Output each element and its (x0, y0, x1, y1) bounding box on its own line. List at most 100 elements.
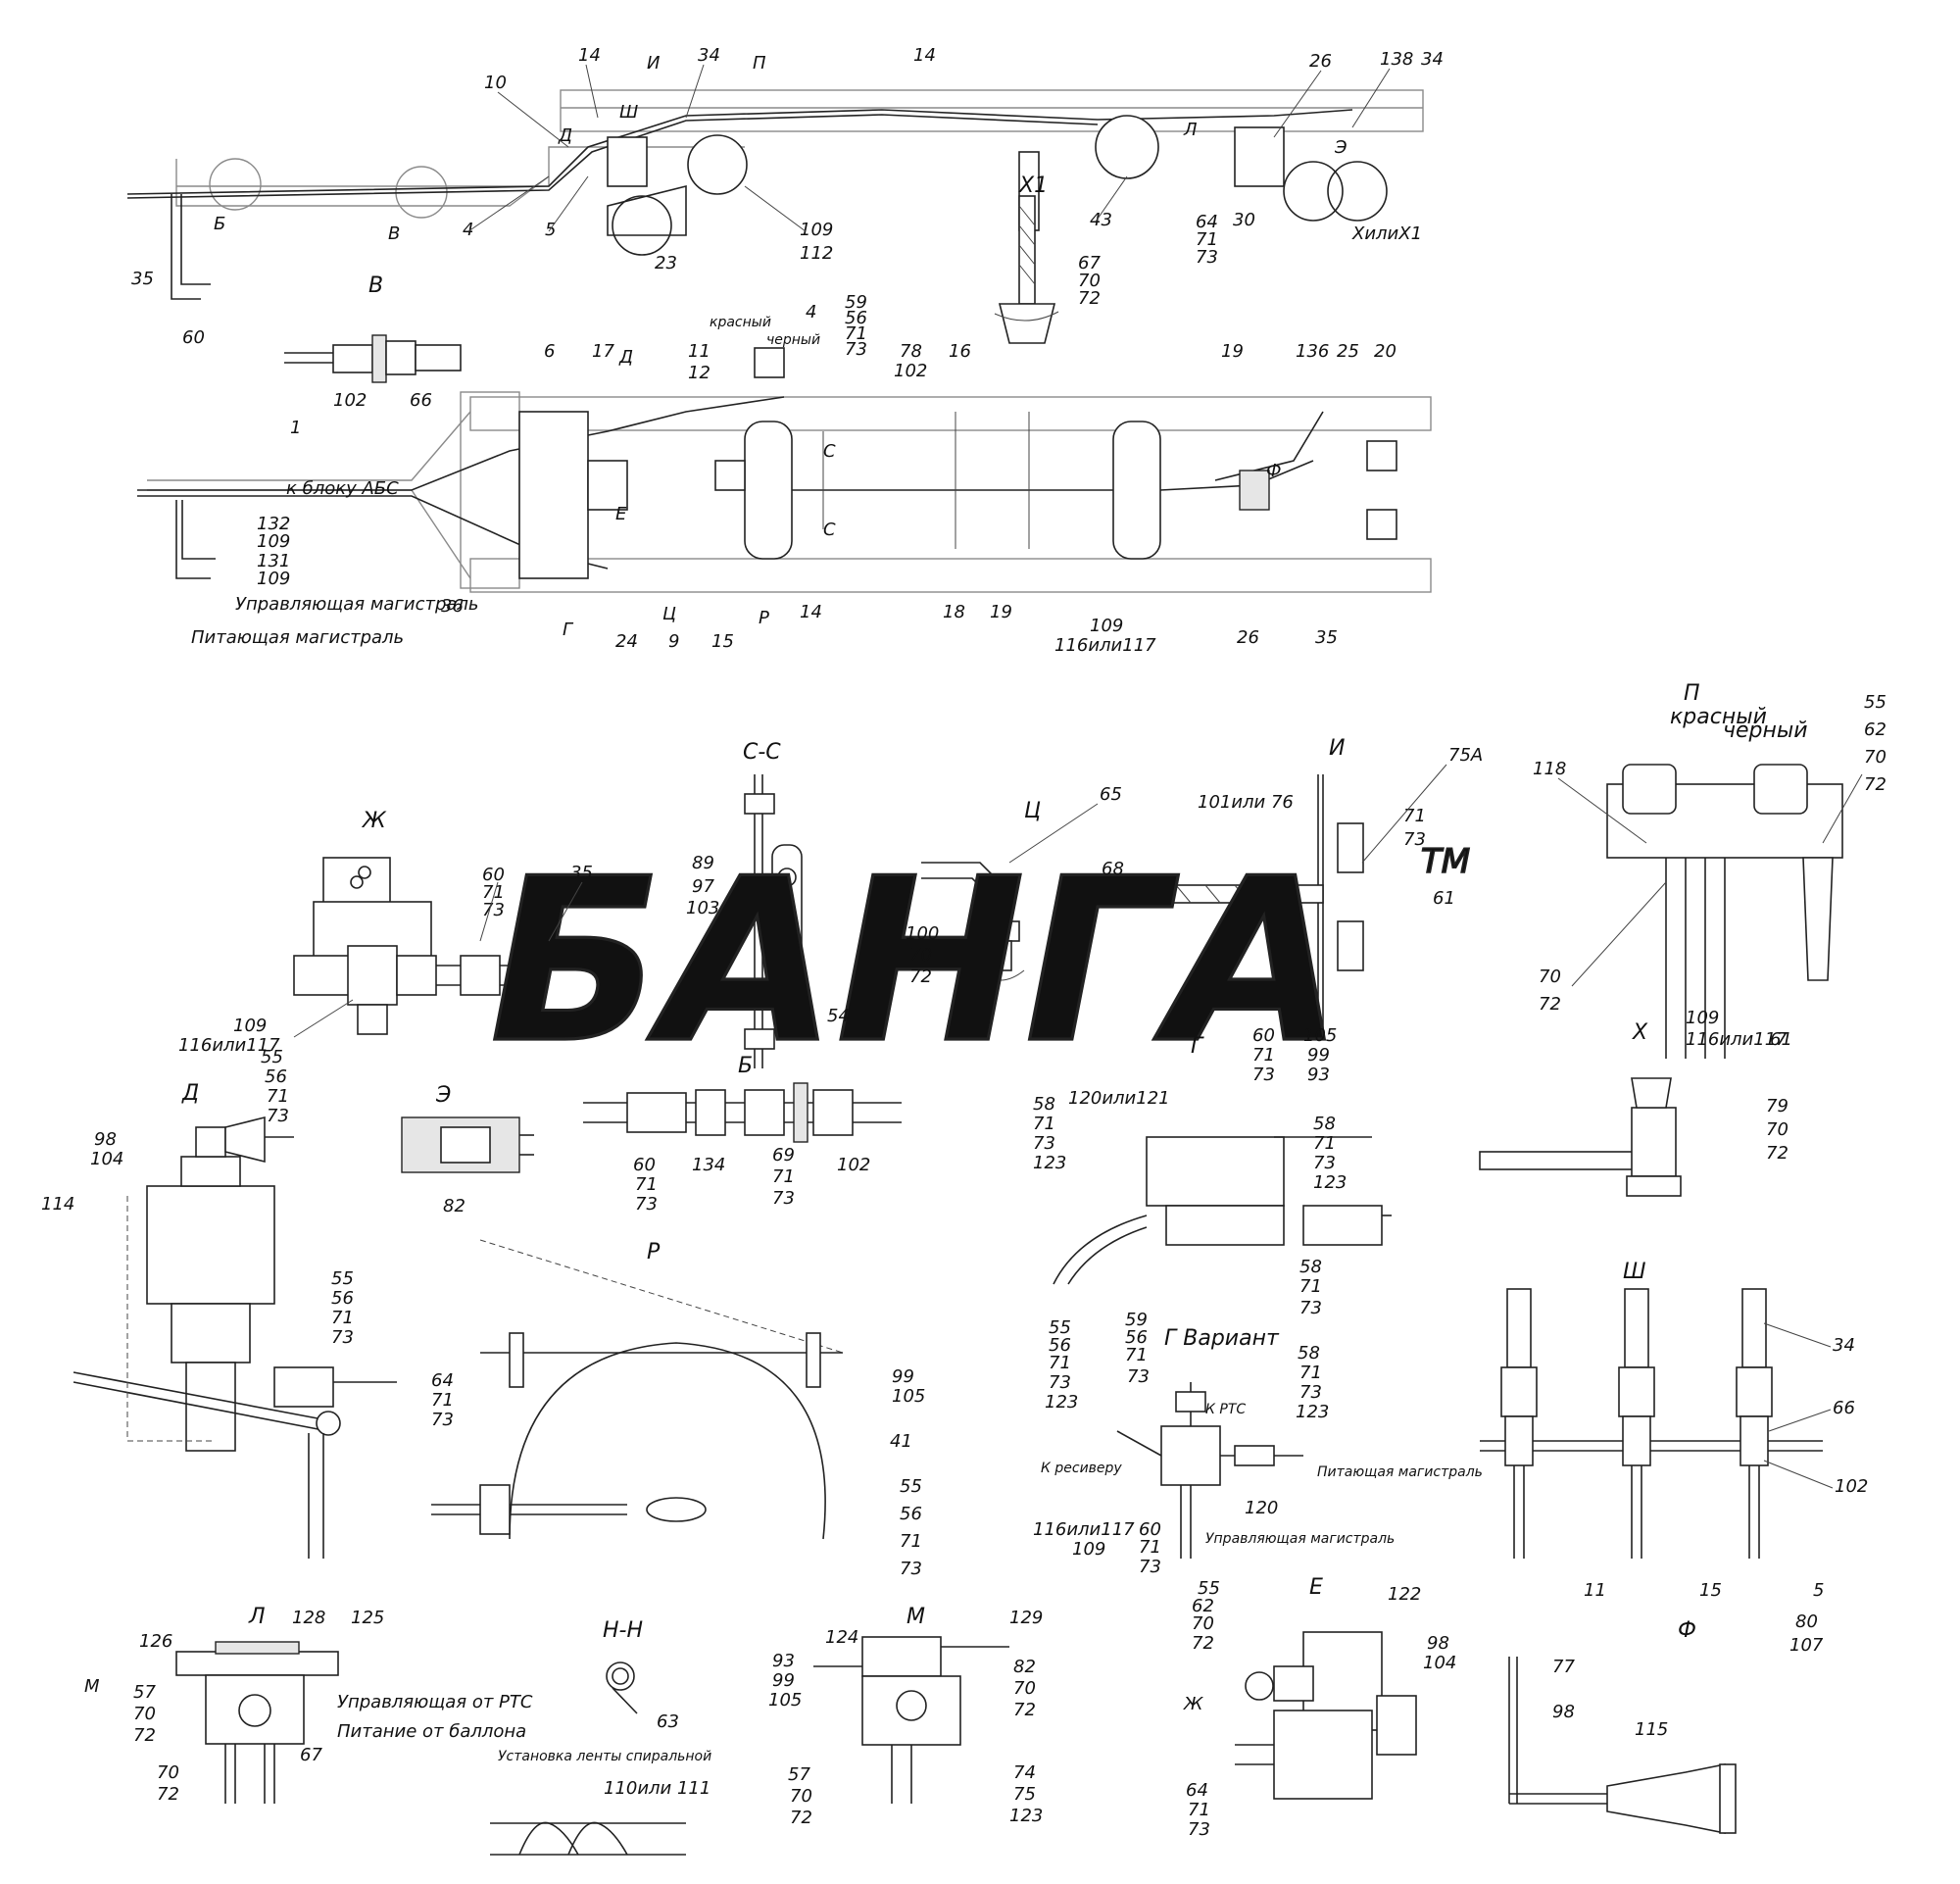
callout: 17 (592, 341, 614, 362)
callout: 110или 111 (604, 1778, 710, 1799)
callout: 66 (410, 390, 432, 411)
callout: 71 (900, 1531, 922, 1552)
callout: 56 (265, 1066, 287, 1087)
callout: 18 (943, 602, 965, 622)
leader-lines (293, 64, 1863, 1489)
callout: 80 (1795, 1611, 1818, 1632)
callout: 25 (1337, 341, 1359, 362)
callout: 73 (431, 1410, 454, 1430)
callout: Ш (619, 102, 638, 123)
section-c-c (744, 774, 803, 1068)
callout: 71 (331, 1308, 354, 1328)
callout: 5 (1813, 1580, 1824, 1601)
callout: 73 (331, 1327, 354, 1348)
detail-zh (293, 857, 549, 1035)
callout: 15 (1699, 1580, 1722, 1601)
callout: 60 (1252, 1025, 1275, 1046)
callout: 71 (267, 1086, 289, 1107)
callout: 41 (890, 1431, 912, 1452)
callout: 75А (1448, 745, 1483, 766)
callout: 71 (482, 882, 505, 903)
callout: 73 (1033, 1133, 1055, 1154)
title-zh: Ж (361, 809, 387, 833)
callout: 55 (331, 1268, 354, 1289)
callout: 118 (1533, 759, 1566, 779)
callout: 30 (1233, 210, 1255, 230)
callout: 109 (257, 531, 290, 552)
callout: 26 (1237, 627, 1259, 648)
detail-g (1053, 1136, 1392, 1285)
callout: 73 (482, 900, 505, 920)
callout: Ж (1183, 1694, 1203, 1714)
callout: 69 (772, 1145, 795, 1165)
callout: 125 (351, 1608, 384, 1628)
callout: 120или121 (1068, 1088, 1170, 1109)
callout: 63 (657, 1711, 679, 1732)
callout: 98 (94, 1129, 117, 1150)
title-g-variant: Г Вариант (1164, 1326, 1280, 1351)
callout: 35 (570, 863, 593, 883)
detail-r (431, 1239, 844, 1540)
plan-view (137, 347, 1432, 593)
note-p-cherny: черный (1723, 719, 1808, 743)
callout: 34 (698, 45, 720, 66)
callout: 35 (131, 269, 154, 289)
note-p-krasny: красный (1670, 705, 1767, 729)
callout: 72 (1864, 774, 1886, 795)
callout: 62 (1864, 719, 1886, 740)
callout: 78 (900, 341, 922, 362)
callout: 59 (845, 292, 867, 313)
note-upr-ot-rts: Управляющая от РТС (337, 1692, 533, 1712)
note-k-resiveru: К ресиверу (1041, 1461, 1122, 1476)
title-sh: Ш (1623, 1260, 1646, 1284)
callout: 105 (1303, 1025, 1337, 1046)
callout: 131 (257, 551, 290, 571)
callout: 55 (261, 1047, 283, 1067)
callout: 72 (157, 1784, 179, 1805)
title-v: В (368, 273, 383, 298)
callout: 101или 76 (1198, 792, 1294, 813)
detail-g-variant (1116, 1382, 1303, 1559)
callout: 102 (894, 361, 927, 381)
callout: 24 (615, 631, 638, 652)
title-l: Л (248, 1605, 266, 1629)
callout: 79 (1766, 1096, 1788, 1116)
callout: 73 (1188, 1819, 1210, 1840)
detail-d (73, 1116, 397, 1559)
callout: 100 (906, 923, 939, 944)
title-e: Е (1309, 1575, 1323, 1600)
callout: 109 (233, 1016, 267, 1036)
callout: ХилиХ1 (1351, 223, 1422, 244)
title-b: Б (738, 1054, 753, 1078)
note-krasny: красный (710, 315, 771, 330)
callout: 97 (692, 876, 714, 897)
callout: 72 (790, 1808, 812, 1828)
callout: 73 (635, 1194, 658, 1215)
title-i: И (1329, 736, 1345, 761)
title-nn: Н-Н (603, 1618, 643, 1643)
callout: 70 (1864, 747, 1886, 768)
callout: 89 (692, 853, 714, 873)
callout: 107 (1789, 1635, 1824, 1656)
callout: Д (558, 125, 572, 146)
callout: 70 (1539, 967, 1561, 987)
callout: 102 (837, 1155, 870, 1175)
callout: Л (1183, 120, 1198, 140)
callout: 115 (1635, 1719, 1668, 1740)
title-c-c: С-С (743, 740, 781, 765)
callout: 109 (257, 569, 290, 589)
callout: 124 (825, 1627, 858, 1648)
detail-f (1508, 1657, 1737, 1834)
callout: Р (759, 608, 769, 628)
callout: 126 (139, 1631, 172, 1652)
callout: 71 (1139, 1537, 1161, 1558)
callout: 73 (1252, 1065, 1275, 1085)
callout: 58 (1298, 1343, 1320, 1363)
callout: 73 (900, 1559, 922, 1579)
callout: 57 (133, 1682, 156, 1703)
note-gv-upravl: Управляющая магистраль (1205, 1531, 1395, 1547)
callout: 75 (1013, 1784, 1036, 1805)
note-gv-pitay: Питающая магистраль (1317, 1464, 1483, 1480)
callout: 116или117 (178, 1035, 280, 1056)
